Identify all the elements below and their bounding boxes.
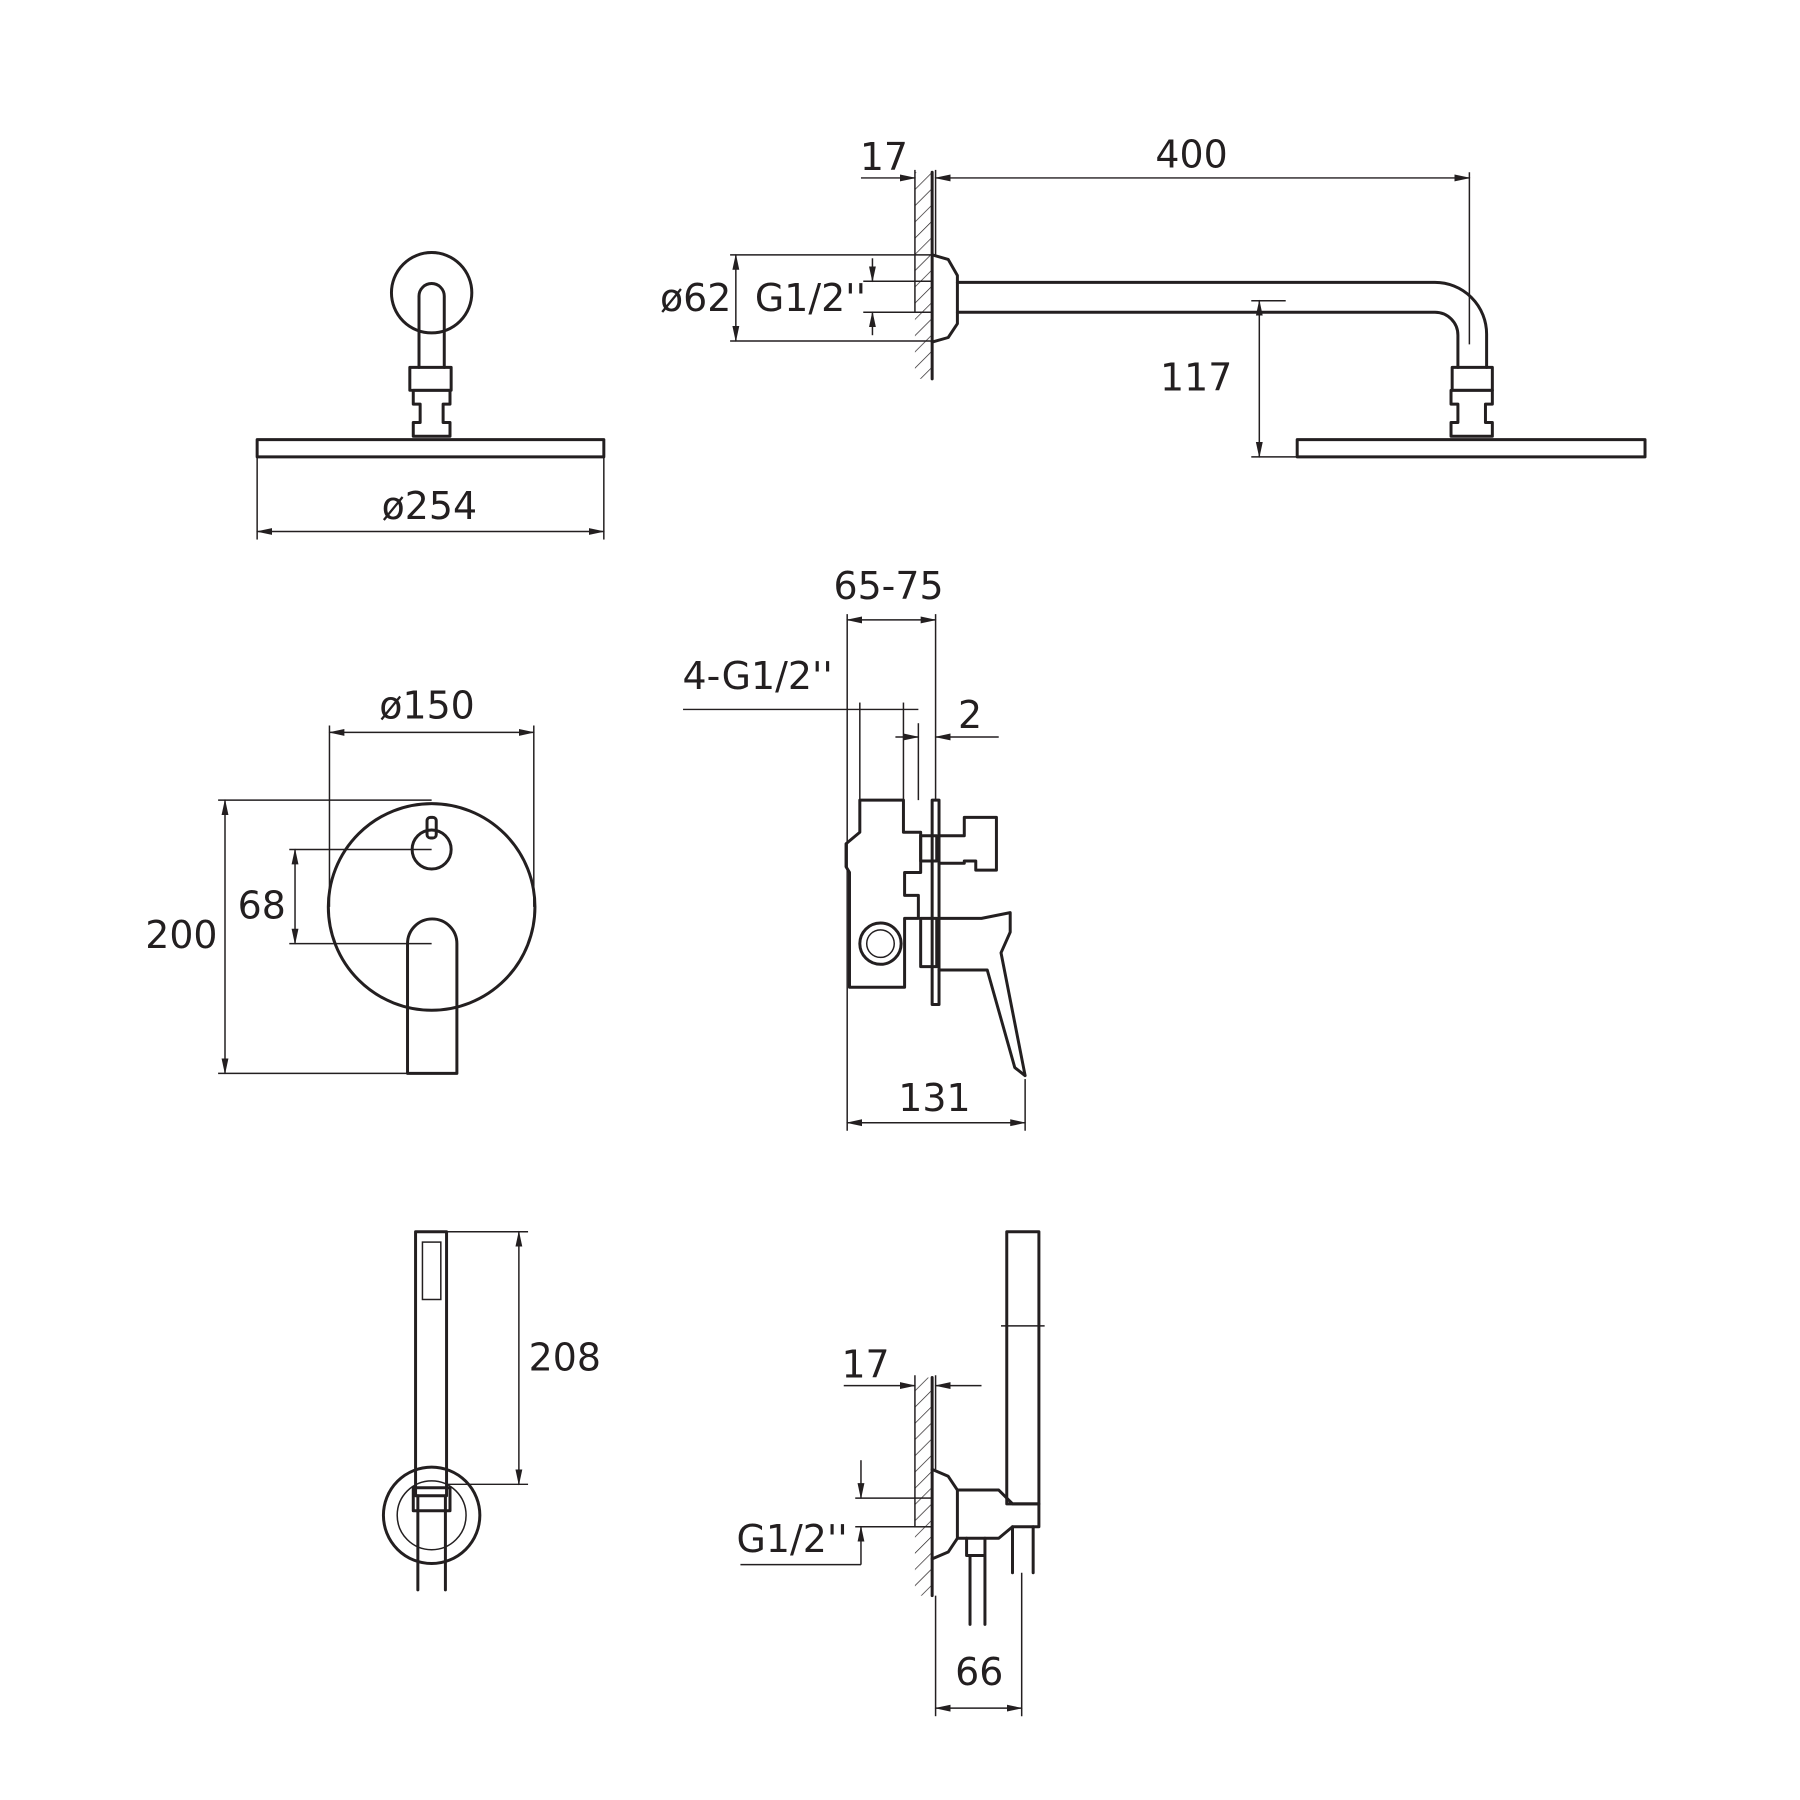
hand-shower-front-view: 208 (381, 1230, 601, 1592)
gap-label: 2 (958, 693, 982, 737)
spacing-label: 68 (238, 883, 286, 927)
thread-label: G1/2'' (755, 276, 866, 320)
depth-label: 65-75 (833, 564, 943, 608)
height-label: 200 (145, 913, 217, 957)
mixer-side-view: 65-75 4-G1/2'' 2 131 (683, 564, 1027, 1131)
projection-label: 131 (898, 1076, 970, 1120)
drop-label: 117 (1160, 355, 1232, 399)
wall-offset-label: 17 (860, 135, 908, 179)
shower-head-front-view: ø254 (255, 251, 606, 540)
hand-shower-length-label: 208 (529, 1336, 601, 1380)
shower-head-diameter-label: ø254 (382, 484, 477, 528)
hand-wall-offset-label: 17 (841, 1343, 889, 1387)
plate-diameter-label: ø150 (379, 684, 474, 728)
hand-projection-label: 66 (955, 1650, 1003, 1694)
flange-diameter-label: ø62 (660, 276, 731, 320)
connections-label: 4-G1/2'' (683, 654, 833, 698)
hand-thread-label: G1/2'' (737, 1517, 848, 1561)
shower-head-side-view: 17 400 ø62 G1/2'' 117 (660, 133, 1647, 459)
hand-shower-side-view: 17 G1/2'' 66 (737, 1230, 1045, 1717)
arm-length-label: 400 (1155, 133, 1227, 177)
mixer-front-view: ø150 200 68 (145, 684, 537, 1075)
